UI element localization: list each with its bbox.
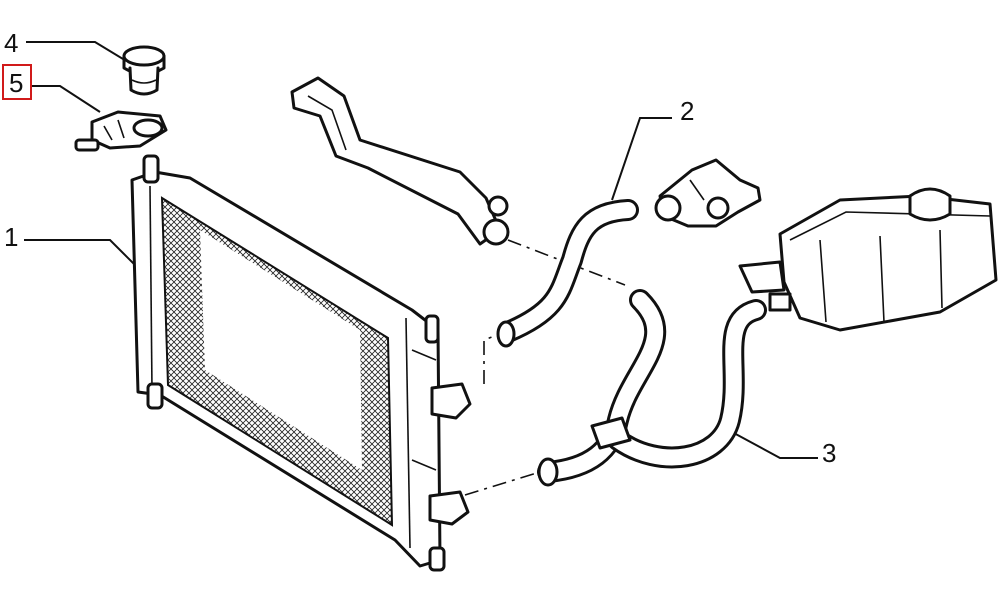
thermostat-housing [654,158,762,228]
part-2-upper-hose [496,199,639,348]
part-1-radiator [130,154,472,572]
callout-4: 4 [4,28,19,58]
callout-5: 5 [9,68,24,98]
part-3-lower-hose [537,289,767,487]
part-5-mounting-bracket [74,110,168,152]
callout-2: 2 [680,96,695,126]
callout-1: 1 [4,222,19,252]
callout-3: 3 [822,438,837,468]
callout-5-highlight-box [2,64,32,100]
coolant-pipe-assembly [290,76,510,246]
part-4-rubber-bung [122,45,166,96]
expansion-tank [738,187,998,332]
leader-lines [24,41,818,459]
